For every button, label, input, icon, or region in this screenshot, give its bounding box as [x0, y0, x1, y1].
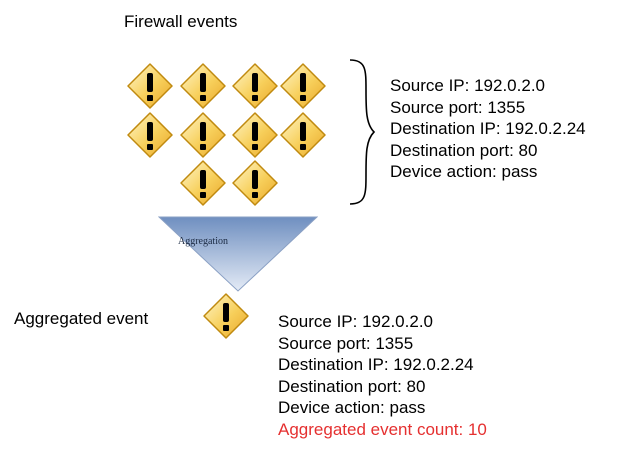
firewall-events-title: Firewall events — [124, 12, 238, 31]
warning-icon — [280, 112, 326, 158]
agg-detail-source-ip: Source IP: 192.0.2.0 — [278, 312, 433, 331]
firewall-events-details: Source IP: 192.0.2.0 Source port: 1355 D… — [390, 75, 586, 183]
aggregation-funnel — [158, 216, 318, 292]
warning-icon — [232, 63, 278, 109]
warning-icon — [232, 160, 278, 206]
warning-icon — [127, 63, 173, 109]
warning-icon — [232, 112, 278, 158]
agg-detail-source-port: Source port: 1355 — [278, 333, 414, 353]
warning-icon — [180, 112, 226, 158]
detail-source-port: Source port: 1355 — [390, 97, 526, 117]
warning-icon — [127, 112, 173, 158]
aggregated-event-label: Aggregated event — [14, 309, 149, 328]
aggregated-event-details: Source IP: 192.0.2.0 Source port: 1355 D… — [278, 311, 487, 440]
warning-icon — [203, 293, 249, 339]
detail-destination-port: Destination port: 80 — [390, 140, 538, 160]
aggregated-event-count: Aggregated event count: 10 — [278, 419, 487, 439]
warning-icon — [180, 160, 226, 206]
agg-detail-destination-port: Destination port: 80 — [278, 376, 426, 396]
agg-detail-destination-ip: Destination IP: 192.0.2.24 — [278, 355, 474, 374]
detail-device-action: Device action: pass — [390, 162, 538, 181]
agg-detail-device-action: Device action: pass — [278, 398, 426, 417]
curly-brace-icon — [349, 59, 376, 205]
aggregation-label: Aggregation — [178, 236, 228, 247]
warning-icon — [180, 63, 226, 109]
warning-icon — [280, 63, 326, 109]
detail-source-ip: Source IP: 192.0.2.0 — [390, 76, 545, 95]
detail-destination-ip: Destination IP: 192.0.2.24 — [390, 119, 586, 138]
